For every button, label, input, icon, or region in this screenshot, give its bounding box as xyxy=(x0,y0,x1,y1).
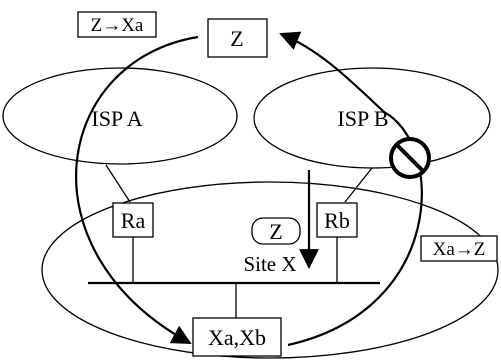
hosts-x-box xyxy=(192,317,282,357)
label-z-to-xa: Z→Xa xyxy=(91,15,144,36)
site-z-box xyxy=(251,217,301,245)
label-xa-to-z: Xa→Z xyxy=(433,239,486,260)
router-rb-label: Rb xyxy=(324,208,350,233)
router-ra xyxy=(112,202,154,238)
site-z-label: Z xyxy=(269,219,282,244)
link-isp-b-rb xyxy=(344,167,373,203)
site-x-boundary xyxy=(41,181,499,359)
host-z-label: Z xyxy=(230,26,243,51)
prohibited-icon xyxy=(389,137,431,179)
hosts-x-label: Xa,Xb xyxy=(208,325,266,350)
label-z-to-xa-box xyxy=(77,11,157,38)
label-xa-to-z-box xyxy=(420,235,498,262)
site-x-label: Site X xyxy=(243,252,296,276)
host-z-box xyxy=(207,18,268,58)
path-xa-to-z xyxy=(279,31,423,347)
router-ra-label: Ra xyxy=(121,208,146,233)
router-rb xyxy=(316,202,358,238)
isp-b-label: ISP B xyxy=(337,106,388,131)
isp-a-cloud xyxy=(2,67,238,165)
path-z-to-xa xyxy=(75,35,199,344)
isp-a-label: ISP A xyxy=(91,106,142,131)
link-isp-a-ra xyxy=(105,164,131,203)
